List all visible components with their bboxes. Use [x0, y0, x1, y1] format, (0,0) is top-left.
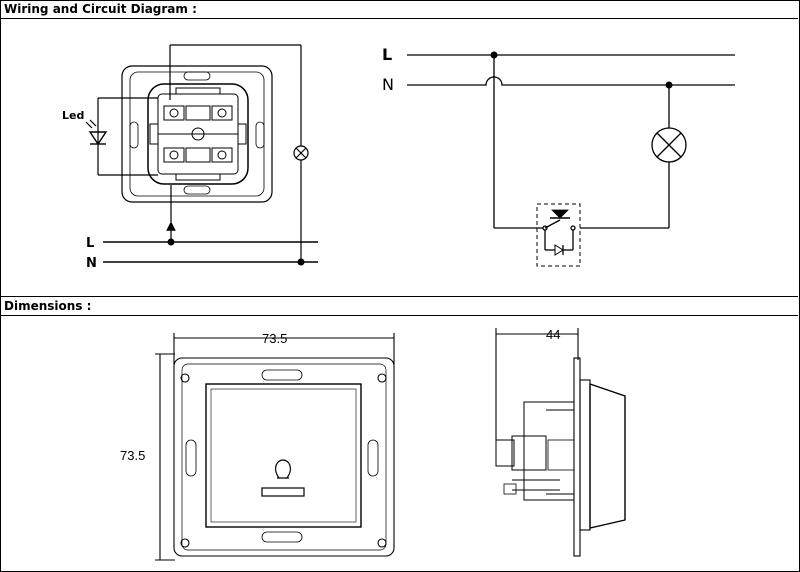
circuit-led-icon: [554, 244, 564, 256]
circuit-N-label: N: [382, 75, 394, 94]
dimensions-section-title: Dimensions :: [0, 296, 798, 316]
circuit-line-N: [407, 76, 735, 86]
front-view: [155, 333, 395, 561]
switch-box: [536, 203, 581, 267]
junction-dot: [167, 238, 175, 246]
front-plate: [173, 357, 395, 557]
width-label: 73.5: [262, 331, 287, 346]
lamp-icon: [293, 145, 309, 161]
junction-dot: [665, 81, 673, 89]
circuit-lamp-icon: [651, 127, 687, 163]
wiring-section-title: Wiring and Circuit Diagram :: [0, 0, 798, 19]
junction-dot: [490, 51, 498, 59]
depth-label: 44: [546, 327, 560, 342]
led-icon: [88, 131, 108, 146]
circuit-diagram: [407, 54, 735, 267]
mounting-plate: [121, 65, 273, 203]
wiring-diagram: [85, 44, 318, 263]
wiring-N-label: N: [86, 256, 97, 271]
side-plate: [573, 357, 581, 557]
height-label: 73.5: [120, 448, 145, 463]
wiring-L-label: L: [86, 236, 94, 251]
switch-rocker: [205, 383, 362, 528]
side-rocker: [589, 383, 626, 529]
switch-mechanism: [147, 83, 249, 185]
junction-dot: [297, 258, 305, 266]
led-label: Led: [62, 109, 84, 122]
circuit-L-label: L: [382, 45, 392, 64]
side-view: [495, 328, 626, 557]
bulb-icon: [275, 459, 291, 479]
